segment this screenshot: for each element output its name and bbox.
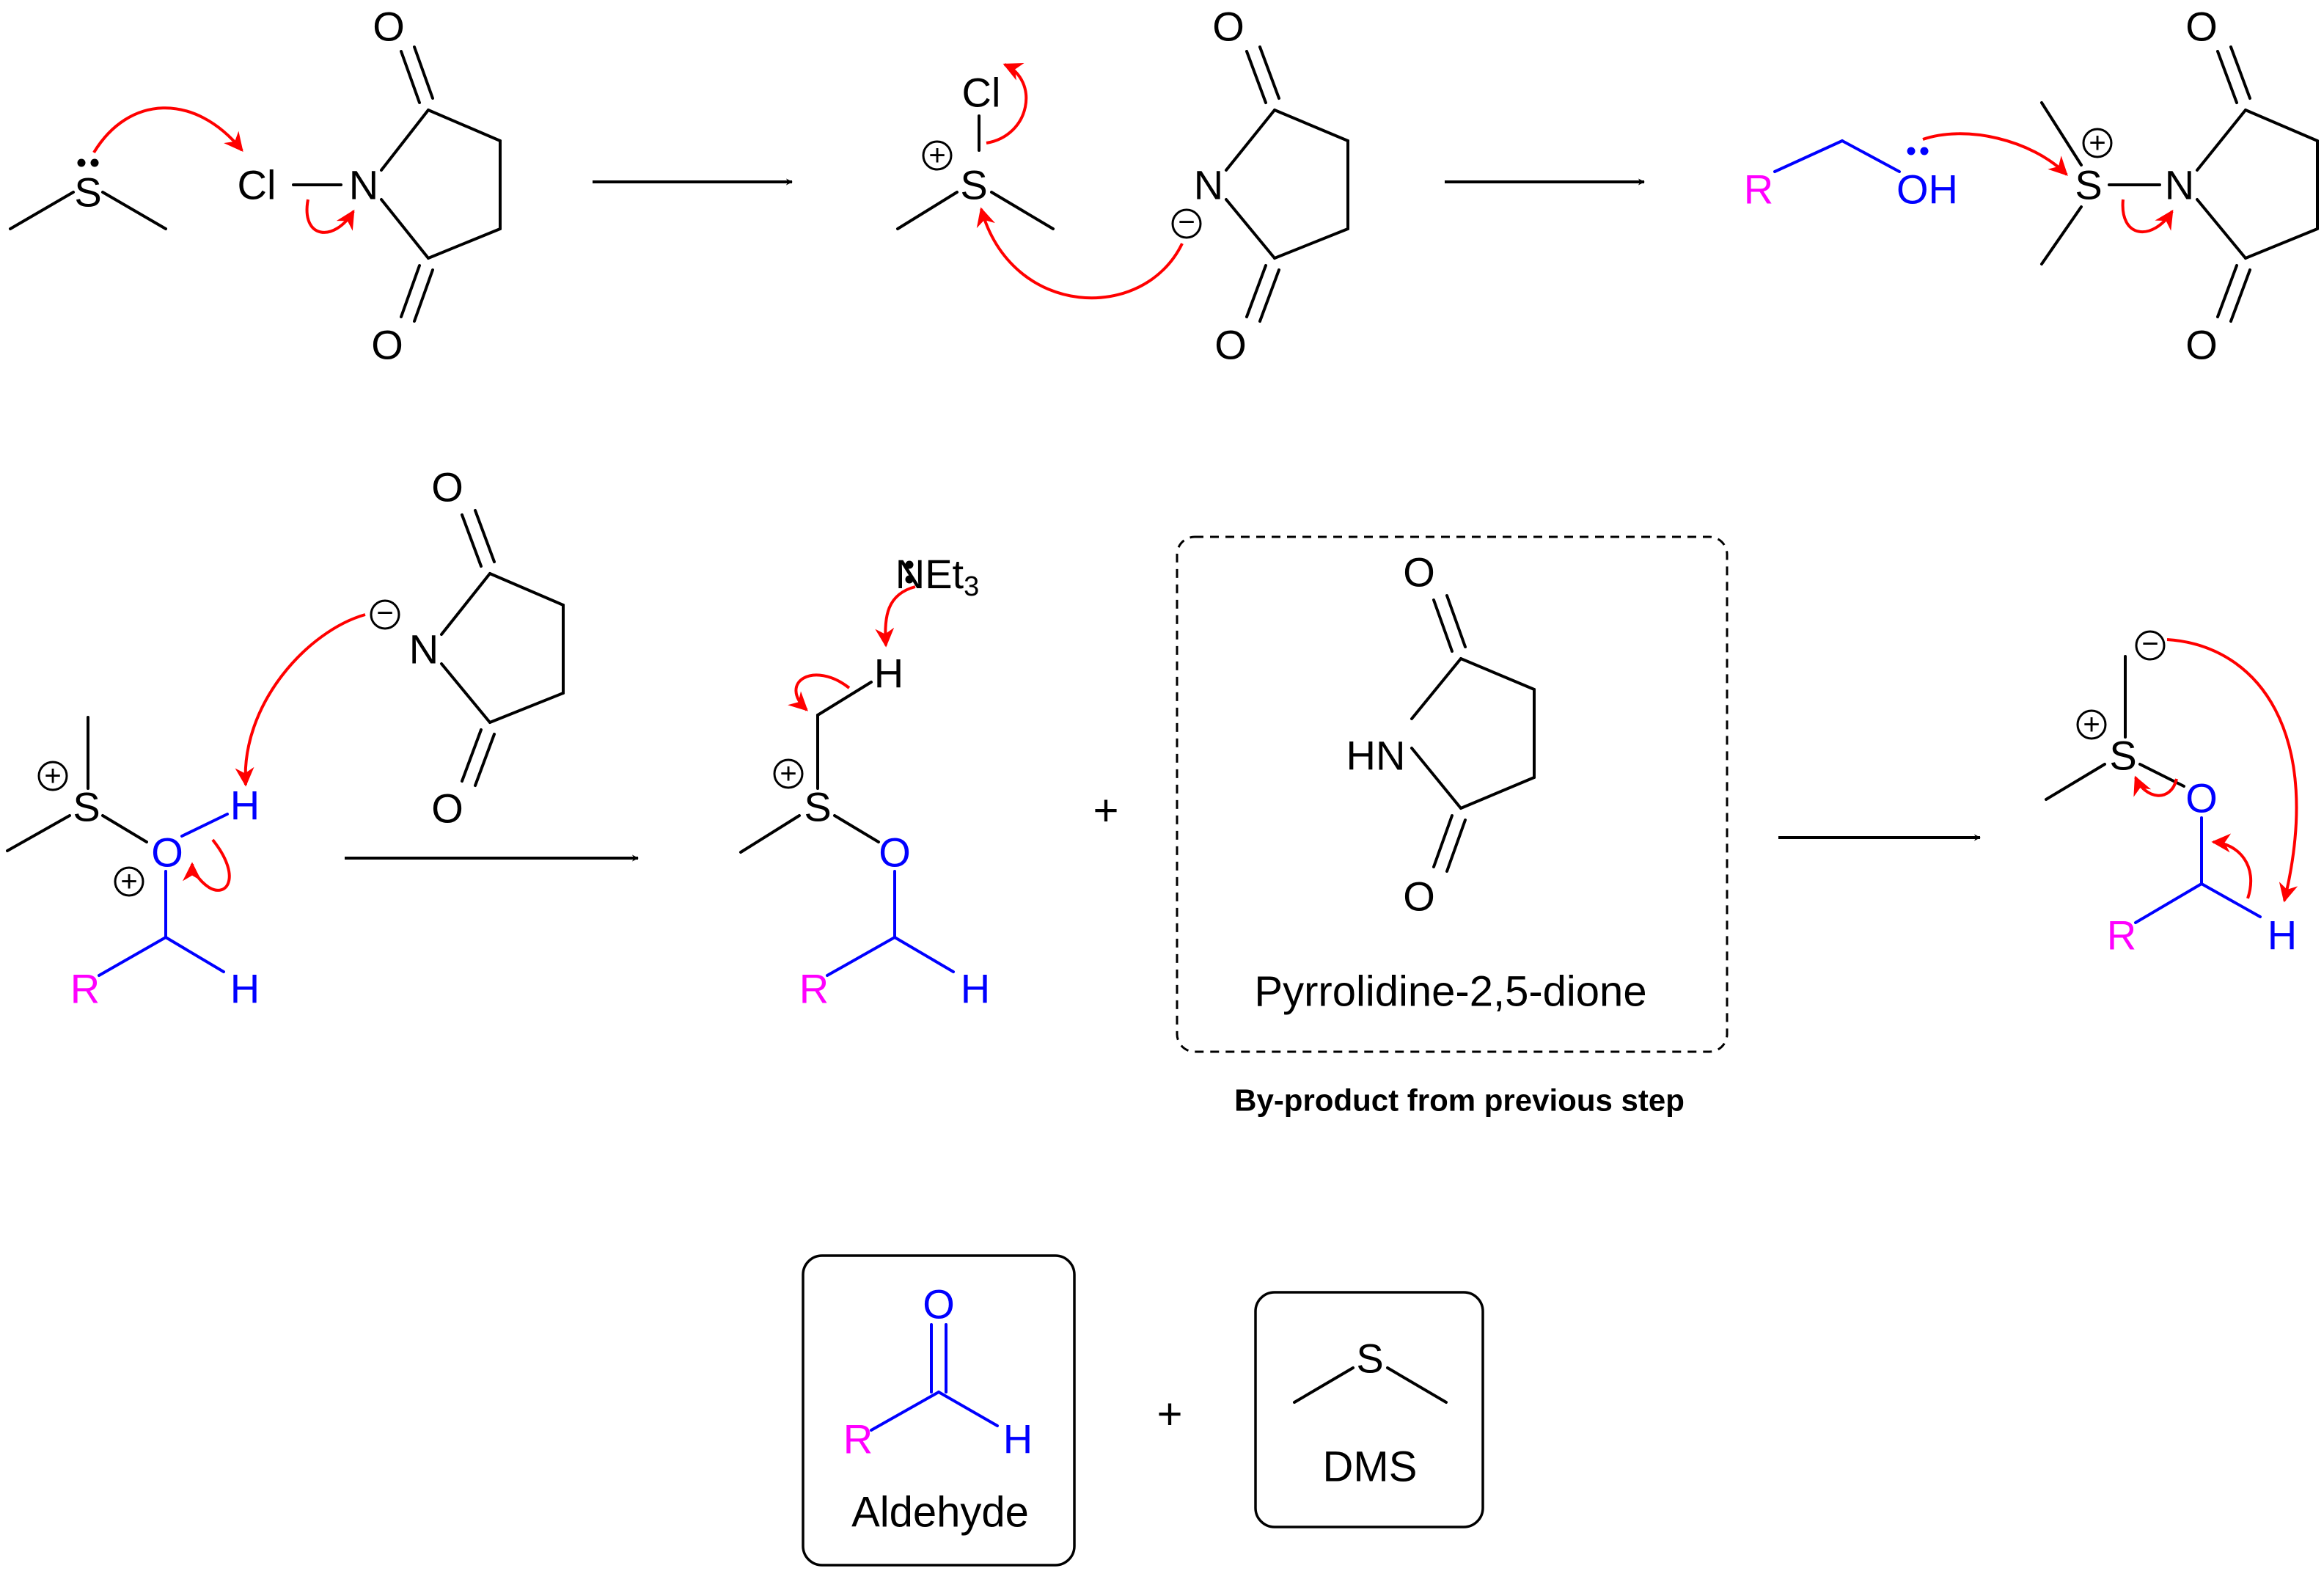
atom-n: N [409,626,439,673]
atom-o: O [923,1281,955,1328]
charge-plus: + [2076,708,2107,741]
charge-plus: + [2082,127,2113,159]
atom-h: H [1003,1416,1033,1462]
svg-text:+: + [780,758,796,790]
atom-s: S [2075,162,2102,208]
curly-arrow-bond-to-n [305,199,355,234]
atom-s: S [804,784,831,830]
atom-s: S [960,162,987,208]
atom-cl: Cl [962,70,1001,116]
atom-h: H [230,783,260,829]
atom-h: H [961,966,990,1012]
atom-n: N [349,162,378,208]
byproduct-name: Pyrrolidine-2,5-dione [1254,968,1646,1016]
atom-s: S [74,169,101,216]
charge-minus: − [2135,628,2166,661]
charge-minus: − [1171,206,1202,239]
svg-text:+: + [44,760,61,792]
step2-succinimide-anion: N O O − [1171,4,1349,368]
step6-sulfur-ylide: − S + O R H [2045,628,2297,959]
aldehyde-label: Aldehyde [851,1489,1029,1537]
atom-r: R [1744,166,1773,213]
atom-r: R [70,966,100,1012]
curly-arrow-ch-to-co [2211,833,2253,899]
plus-sign: + [1156,1390,1182,1439]
atom-h: H [2268,912,2297,959]
step3-alcohol: R OH [1744,139,1958,213]
atom-r: R [799,966,829,1012]
curly-arrow-n-to-s [976,207,1184,300]
charge-plus: + [922,139,953,172]
step4-succinimide-anion: N O O − [370,464,565,832]
atom-o: O [1403,549,1435,596]
atom-hn: HN [1346,733,1406,779]
atom-s: S [2109,733,2136,779]
curly-arrow-o-to-s [1922,132,2068,176]
curly-arrow-n-to-h [235,613,366,787]
atom-h: H [230,966,260,1012]
atom-o: O [2185,775,2218,821]
svg-text:+: + [928,139,945,172]
atom-o: O [431,464,463,510]
atom-n: N [2165,162,2194,208]
charge-plus: + [773,758,804,790]
step1-ncs: Cl N O O [238,4,502,368]
atom-o: O [1212,4,1245,50]
curly-arrow-oh-bond-to-o [183,838,231,892]
atom-o: O [1214,322,1247,368]
svg-text:+: + [2083,708,2100,741]
step3-succinimidosulfonium: S + N O O [2040,4,2319,368]
charge-plus: + [37,760,68,792]
step2-chlorosulfonium: Cl S + [896,70,1055,230]
svg-text:−: − [376,597,393,629]
atom-o: O [2185,4,2218,50]
svg-text:−: − [1178,206,1195,238]
atom-s: S [1356,1336,1383,1382]
atom-o: O [2185,322,2218,368]
atom-r: R [2107,912,2136,959]
step5-ylide-precursor: NEt3 H S + O R H [739,551,990,1012]
product-dms-box: S DMS [1254,1291,1484,1528]
atom-o: O [373,4,405,50]
dms-label: DMS [1323,1443,1418,1491]
curly-arrow-s-n-bond [2121,199,2174,234]
curly-arrow-base-to-h [875,585,916,648]
curly-arrow-s-to-cl [92,106,243,154]
atom-o: O [371,322,403,368]
atom-o: O [1403,874,1435,920]
curly-arrow-so-bond-to-s [2133,775,2178,797]
charge-plus: + [114,865,144,898]
atom-cl: Cl [238,162,276,208]
svg-text:+: + [120,865,137,898]
atom-r: R [843,1416,873,1462]
plus-sign: + [1093,786,1118,835]
svg-text:−: − [2141,628,2158,660]
byproduct-note: By-product from previous step [1234,1083,1685,1118]
atom-o: O [879,830,911,876]
step1-dms: S [9,158,167,230]
atom-o: O [151,830,183,876]
byproduct-box: HN O O Pyrrolidine-2,5-dione [1176,535,1729,1053]
product-aldehyde-box: O R H Aldehyde [802,1254,1076,1567]
curly-arrow-s-cl-bond [986,62,1028,144]
curly-arrow-ch-bond [788,673,851,711]
atom-o: O [431,786,463,832]
atom-oh: OH [1896,166,1958,213]
svg-text:+: + [2089,127,2105,159]
step4-alkoxysulfonium: S + O H + R H [6,716,260,1012]
atom-s: S [73,784,100,830]
atom-h: H [874,651,903,697]
charge-minus: − [370,597,400,630]
atom-n: N [1194,162,1223,208]
curly-arrow-carbanion-to-h [2166,638,2298,903]
